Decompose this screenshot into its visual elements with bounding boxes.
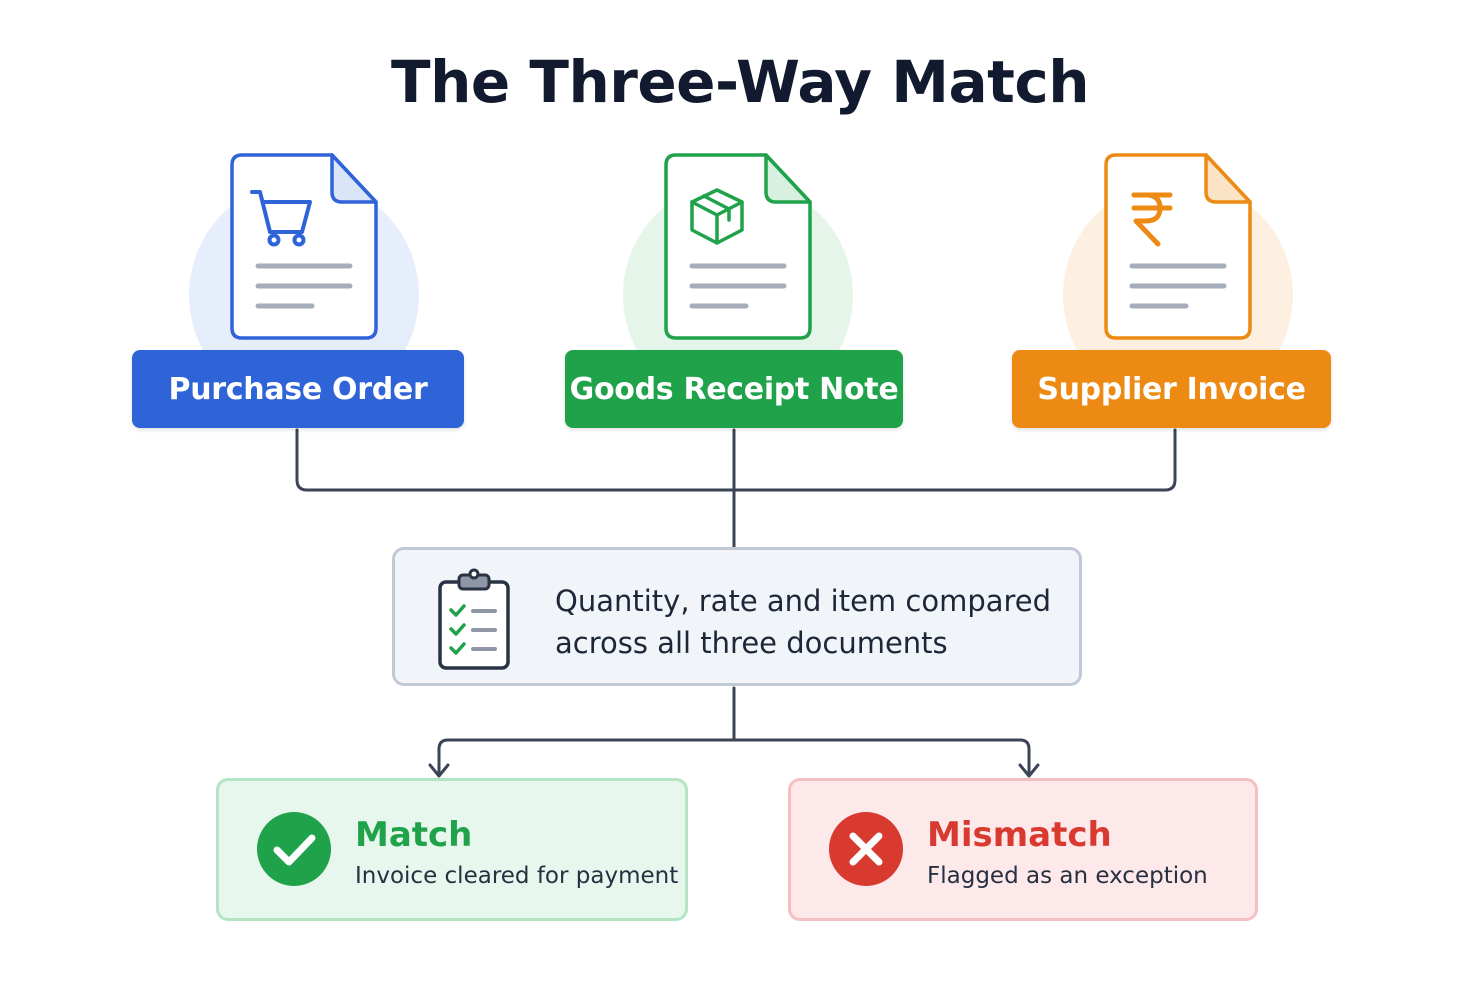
match-title: Match bbox=[355, 815, 473, 855]
mismatch-outcome-box: Mismatch Flagged as an exception bbox=[788, 778, 1258, 921]
comparison-box: Quantity, rate and item compared across … bbox=[392, 547, 1082, 686]
comparison-line-1: Quantity, rate and item compared bbox=[555, 584, 1052, 618]
match-outcome-box: Match Invoice cleared for payment bbox=[216, 778, 688, 921]
shopping-cart-icon bbox=[250, 190, 312, 247]
arrowhead-mismatch bbox=[1018, 763, 1040, 778]
mismatch-title: Mismatch bbox=[927, 815, 1112, 855]
purchase-order-document bbox=[184, 150, 424, 410]
comparison-text: Quantity, rate and item compared across … bbox=[555, 580, 1075, 664]
connector-po bbox=[295, 428, 736, 492]
document-icon bbox=[1104, 153, 1252, 340]
arrowhead-match bbox=[428, 763, 450, 778]
supplier-invoice-label: Supplier Invoice bbox=[1012, 350, 1331, 428]
purchase-order-label: Purchase Order bbox=[132, 350, 464, 428]
match-subtitle: Invoice cleared for payment bbox=[355, 863, 679, 889]
document-icon bbox=[230, 153, 378, 340]
check-circle-icon bbox=[257, 812, 331, 886]
document-icon bbox=[664, 153, 812, 340]
package-icon bbox=[690, 188, 744, 245]
goods-receipt-note-label: Goods Receipt Note bbox=[565, 350, 903, 428]
checklist-clipboard-icon bbox=[438, 568, 510, 670]
connector-invoice bbox=[732, 428, 1177, 492]
mismatch-subtitle: Flagged as an exception bbox=[927, 863, 1208, 889]
goods-receipt-note-document bbox=[618, 150, 858, 410]
x-circle-icon bbox=[829, 812, 903, 886]
connector-match bbox=[437, 738, 736, 777]
diagram-title: The Three-Way Match bbox=[391, 48, 1090, 116]
connector-mismatch bbox=[732, 738, 1031, 777]
comparison-line-2: across all three documents bbox=[555, 626, 948, 660]
rupee-icon bbox=[1131, 192, 1173, 247]
supplier-invoice-document bbox=[1058, 150, 1298, 410]
